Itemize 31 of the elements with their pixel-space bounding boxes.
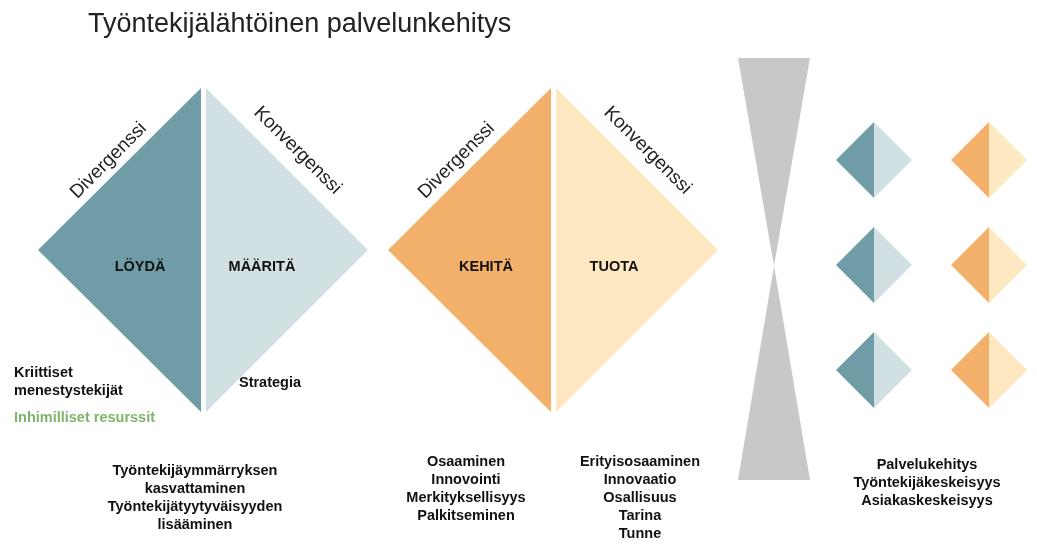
phase-label: KEHITÄ bbox=[459, 258, 513, 274]
text-label: Työntekijätyytyväisyyden lisääminen bbox=[106, 497, 284, 533]
text-label: Kriittiset menestystekijät bbox=[14, 363, 124, 399]
text-label: Työntekijäymmärryksen kasvattaminen bbox=[111, 461, 279, 497]
text-label: Tarina bbox=[617, 506, 663, 524]
text-label: Innovointi bbox=[430, 470, 502, 488]
split-diamond bbox=[836, 227, 912, 303]
text-label: Innovaatio bbox=[602, 470, 678, 488]
phase-label: MÄÄRITÄ bbox=[228, 258, 296, 274]
title: Työntekijälähtöinen palvelunkehitys bbox=[88, 8, 512, 39]
text-label: Inhimilliset resurssit bbox=[14, 408, 157, 426]
right-half-diamond bbox=[206, 88, 368, 412]
text-label: Erityisosaaminen bbox=[578, 452, 702, 470]
split-diamond bbox=[951, 227, 1027, 303]
text-label: Strategia bbox=[237, 373, 303, 391]
text-label: Osallisuus bbox=[602, 488, 678, 506]
text-label: Asiakaskeskeisyys bbox=[860, 491, 994, 509]
text-label: Merkityksellisyys bbox=[405, 488, 527, 506]
split-diamond bbox=[836, 122, 912, 198]
phase-label: TUOTA bbox=[589, 258, 639, 274]
phase-label: LÖYDÄ bbox=[114, 258, 166, 274]
split-diamond bbox=[836, 332, 912, 408]
text-label: Tunne bbox=[617, 524, 663, 542]
left-half-diamond bbox=[388, 88, 551, 412]
text-label: Työntekijäkeskeisyys bbox=[852, 473, 1002, 491]
text-label: Osaaminen bbox=[425, 452, 507, 470]
text-label: Palvelukehitys bbox=[875, 455, 979, 473]
split-diamond bbox=[951, 332, 1027, 408]
split-diamond bbox=[951, 122, 1027, 198]
right-half-diamond bbox=[556, 88, 718, 412]
text-label: Palkitseminen bbox=[416, 506, 516, 524]
